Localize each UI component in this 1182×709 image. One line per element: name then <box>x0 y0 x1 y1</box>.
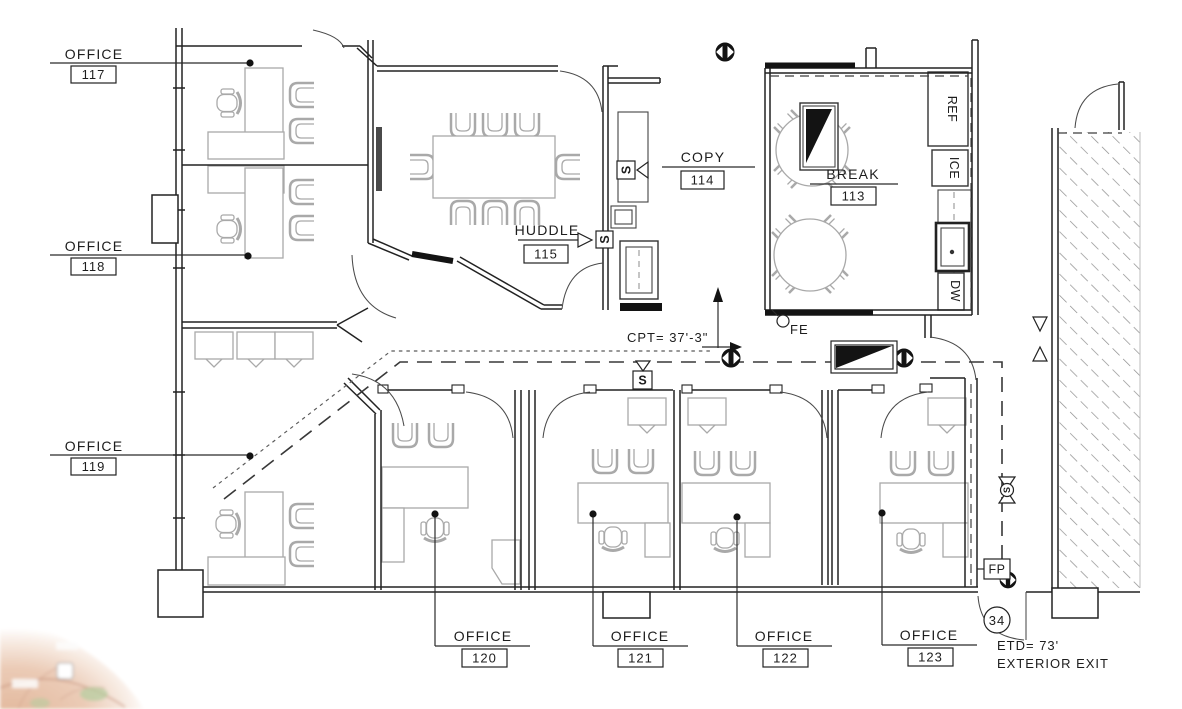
office-123-furniture <box>879 397 969 558</box>
exit-light-symbol <box>715 42 735 62</box>
room-tag-huddle-115: HUDDLE 115 <box>515 222 580 264</box>
room-number: 121 <box>628 651 653 666</box>
valve-symbol <box>997 476 1017 504</box>
carpet-dimension-note: CPT= 37'-3" <box>627 330 708 345</box>
column <box>157 569 204 618</box>
dishwasher-label: DW <box>948 280 962 302</box>
room-tag-office-120: OFFICE 120 <box>454 628 513 668</box>
office-117-furniture <box>207 67 316 160</box>
ice-maker <box>931 149 969 187</box>
room-tag-break-113: BREAK 113 <box>826 166 879 206</box>
room-number: 122 <box>773 651 798 666</box>
symbols-layer <box>595 42 1048 589</box>
hatched-shaft-area <box>1058 132 1141 588</box>
fire-panel-label: FP <box>989 563 1006 577</box>
room-name: OFFICE <box>755 628 814 644</box>
valve-symbol <box>1032 316 1048 362</box>
exit-sign-symbol <box>830 340 898 374</box>
copy-equipment <box>610 111 662 311</box>
room-number: 118 <box>82 259 106 274</box>
exit-light-symbol <box>894 348 914 368</box>
room-tag-office-122: OFFICE 122 <box>755 628 814 668</box>
dishwasher <box>937 272 965 311</box>
switch-letter: S <box>620 166 634 174</box>
huddle-furniture <box>376 111 582 227</box>
fire-extinguisher-symbol <box>771 309 790 328</box>
office-119-furniture <box>194 331 316 586</box>
room-name: HUDDLE <box>515 222 580 238</box>
switch-letter: S <box>598 235 612 243</box>
door-swings <box>312 29 1119 641</box>
ice-maker-label: ICE <box>947 157 961 179</box>
glazing-band <box>411 251 454 264</box>
copier <box>617 111 649 203</box>
room-name: OFFICE <box>65 46 124 62</box>
door-number: 34 <box>989 613 1005 628</box>
fire-extinguisher-label: FE <box>790 322 809 337</box>
fire-panel-symbol <box>977 558 1011 580</box>
switch-letter: S <box>638 374 646 388</box>
room-name: OFFICE <box>900 627 959 643</box>
map-fragment <box>0 616 144 709</box>
furniture-layer <box>194 67 972 586</box>
travel-arrow <box>702 287 742 352</box>
annotation-layer: OFFICE 117 OFFICE 118 OFFICE 119 OFFICE … <box>50 46 1109 671</box>
column <box>602 591 651 619</box>
room-tag-office-117: OFFICE 117 <box>65 46 124 84</box>
room-name: OFFICE <box>454 628 513 644</box>
break-kitchen <box>927 71 972 311</box>
break-furniture <box>770 102 852 295</box>
switch-symbol <box>595 230 614 249</box>
walls-layer <box>151 28 1140 619</box>
room-name: BREAK <box>826 166 879 182</box>
column <box>151 194 179 244</box>
switch-symbol <box>616 160 649 180</box>
room-number: 123 <box>918 650 943 665</box>
exit-light-symbol <box>721 348 741 368</box>
refrigerator-label: REF <box>945 96 959 123</box>
room-name: OFFICE <box>65 238 124 254</box>
switch-symbol <box>632 360 653 390</box>
room-number: 113 <box>842 189 866 204</box>
room-number: 119 <box>82 459 106 474</box>
room-number: 117 <box>82 67 106 82</box>
room-tag-copy-114: COPY 114 <box>680 149 725 190</box>
office-118-furniture <box>207 165 316 259</box>
room-tag-office-119: OFFICE 119 <box>65 438 124 476</box>
exit-travel-distance: ETD= 73' <box>997 638 1059 653</box>
office-121-furniture <box>577 397 671 558</box>
room-name: OFFICE <box>611 628 670 644</box>
room-tag-office-118: OFFICE 118 <box>65 238 124 276</box>
column <box>1051 587 1099 619</box>
corner-shelf <box>491 539 521 585</box>
refrigerator <box>927 71 969 147</box>
exterior-exit-label: EXTERIOR EXIT <box>997 656 1109 671</box>
office-122-furniture <box>681 397 771 558</box>
room-name: COPY <box>681 149 725 165</box>
wall-display <box>376 127 382 191</box>
room-tag-office-121: OFFICE 121 <box>611 628 670 668</box>
office-120-furniture <box>381 421 521 585</box>
room-tag-office-123: OFFICE 123 <box>900 627 959 667</box>
door-number-bubble <box>983 606 1011 634</box>
room-number: 115 <box>534 247 558 262</box>
valve-letter: S <box>1002 487 1012 493</box>
room-name: OFFICE <box>65 438 124 454</box>
room-number: 114 <box>691 173 715 188</box>
table-marker <box>806 109 832 163</box>
room-number: 120 <box>472 651 497 666</box>
map-road-shield <box>56 662 74 680</box>
